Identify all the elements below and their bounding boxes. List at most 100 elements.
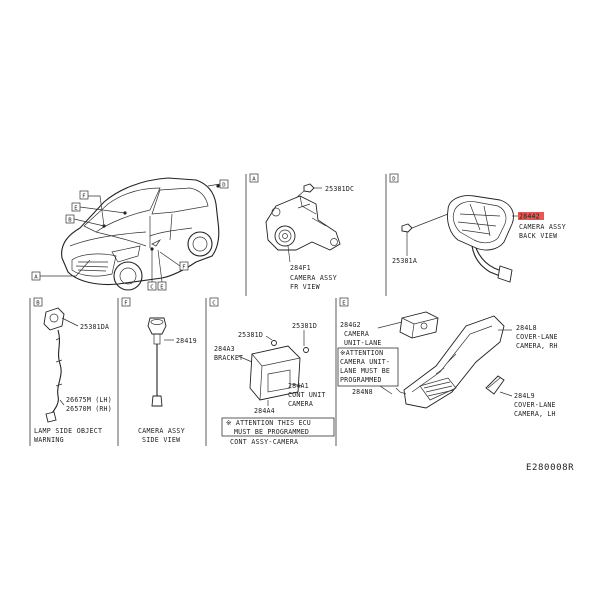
attention-lane-line3: LANE MUST BE bbox=[340, 367, 390, 375]
svg-text:F: F bbox=[82, 193, 86, 199]
cont-unit-label: CONT UNIT bbox=[288, 391, 326, 399]
part-number-25381da: 25381DA bbox=[80, 323, 109, 331]
vehicle-body-outline bbox=[61, 177, 220, 286]
part-highlight bbox=[518, 212, 544, 220]
panel-d-tag[interactable]: D bbox=[389, 173, 399, 182]
panel-a: A 25381DC 284F1 CAMERA ASSY FR VIEW bbox=[245, 173, 354, 296]
panel-d: D 25381A 28442 CAMERA ASSY BACK VIEW bbox=[385, 173, 566, 296]
panel-b: B 25381DA 26675M (LH) 26570M (RH) LAMP S… bbox=[29, 297, 112, 446]
attention-lane-line2: CAMERA UNIT- bbox=[340, 358, 390, 366]
svg-text:F: F bbox=[124, 300, 128, 306]
camera-assy-side-caption: CAMERA ASSY bbox=[138, 427, 185, 435]
part-number-28419: 28419 bbox=[176, 337, 197, 345]
camera-rh-label: CAMERA, RH bbox=[516, 342, 558, 350]
svg-text:B: B bbox=[68, 217, 72, 223]
part-number-284a3: 284A3 bbox=[214, 345, 235, 353]
attention-lane-line1: ※ATTENTION bbox=[340, 349, 383, 357]
attention-box-ecu bbox=[221, 417, 335, 437]
overview-tag-b[interactable]: B bbox=[65, 214, 75, 223]
overview-tag-f-lower[interactable]: F bbox=[179, 261, 189, 270]
overview-tag-e[interactable]: E bbox=[71, 202, 81, 211]
svg-text:E: E bbox=[160, 284, 164, 290]
vehicle-rear-wheel bbox=[187, 231, 213, 257]
part-number-25381a: 25381A bbox=[392, 257, 417, 265]
back-view-caption: BACK VIEW bbox=[519, 232, 557, 240]
warning-caption: WARNING bbox=[34, 436, 64, 444]
fastener-icon bbox=[303, 183, 322, 193]
svg-text:E: E bbox=[342, 300, 346, 306]
unit-lane-label: UNIT-LANE bbox=[344, 339, 382, 347]
vehicle-side-glass bbox=[151, 187, 209, 215]
panel-b-tag[interactable]: B bbox=[33, 297, 43, 306]
overview-tag-e-lower[interactable]: E bbox=[157, 281, 167, 290]
panel-f-tag[interactable]: F bbox=[121, 297, 131, 306]
side-camera-connector bbox=[151, 395, 163, 407]
camera-label-e: CAMERA bbox=[344, 330, 369, 338]
control-unit-camera-icon bbox=[249, 345, 301, 401]
svg-text:D: D bbox=[222, 182, 226, 188]
camera-assy-side-icon bbox=[147, 317, 167, 345]
svg-text:B: B bbox=[36, 300, 40, 306]
panel-f: F 28419 CAMERA ASSY SIDE VIEW bbox=[117, 297, 197, 446]
panel-c: C 25381D 25381D 284A3 BRACKET 284A1 CONT… bbox=[205, 297, 335, 446]
diagram-code: E280008R bbox=[526, 463, 574, 473]
svg-text:C: C bbox=[150, 284, 153, 290]
camera-label: CAMERA bbox=[288, 400, 313, 408]
part-number-284l9: 284L9 bbox=[514, 392, 535, 400]
part-number-26675m: 26675M (LH) bbox=[66, 396, 112, 404]
part-number-284l8: 284L8 bbox=[516, 324, 537, 332]
panel-e-tag[interactable]: E bbox=[339, 297, 349, 306]
camera-assy-front-icon bbox=[265, 195, 341, 251]
side-object-harness bbox=[49, 329, 62, 417]
screw-icon bbox=[271, 340, 309, 353]
lane-cover-lh-icon bbox=[485, 375, 505, 395]
camera-lh-label: CAMERA, LH bbox=[514, 410, 556, 418]
part-number-284a4: 284A4 bbox=[254, 407, 275, 415]
cont-assy-camera-caption: CONT ASSY-CAMERA bbox=[230, 438, 298, 446]
part-number-28442[interactable]: 28442 bbox=[519, 213, 540, 221]
svg-text:D: D bbox=[392, 176, 396, 182]
overview-tag-c[interactable]: C bbox=[147, 281, 157, 290]
overview-tag-f[interactable]: F bbox=[79, 190, 89, 199]
panel-e: E 284G2 CAMERA UNIT-LANE ※ATTENTION CAME… bbox=[335, 297, 558, 446]
harness-connector bbox=[497, 265, 513, 283]
side-view-caption: SIDE VIEW bbox=[142, 436, 180, 444]
screw-icon bbox=[401, 223, 413, 244]
overview-tag-a[interactable]: A bbox=[31, 271, 41, 280]
lane-camera-unit-icon bbox=[399, 311, 439, 339]
svg-text:A: A bbox=[252, 176, 256, 182]
part-number-284f1: 284F1 bbox=[290, 264, 311, 272]
lane-camera-bracket-icon bbox=[403, 315, 505, 409]
camera-harness bbox=[475, 247, 505, 273]
svg-text:E: E bbox=[74, 205, 78, 211]
camera-assy-back-icon bbox=[447, 195, 514, 251]
part-number-25381dc: 25381DC bbox=[325, 185, 354, 193]
camera-assy-caption: CAMERA ASSY bbox=[290, 274, 337, 282]
overview-tag-d[interactable]: D bbox=[219, 179, 229, 188]
panel-a-tag[interactable]: A bbox=[249, 173, 259, 182]
side-object-sensor-icon bbox=[43, 307, 65, 331]
part-number-25381d-right: 25381D bbox=[292, 322, 317, 330]
part-number-284n8: 284N8 bbox=[352, 388, 373, 396]
attention-lane-line4: PROGRAMMED bbox=[340, 376, 382, 384]
vehicle-windshield bbox=[83, 187, 161, 233]
cover-lane-lh-label: COVER-LANE bbox=[514, 401, 556, 409]
svg-text:F: F bbox=[182, 264, 186, 270]
attention-ecu-line2: MUST BE PROGRAMMED bbox=[234, 428, 309, 436]
part-number-25381d-left: 25381D bbox=[238, 331, 263, 339]
svg-text:C: C bbox=[212, 300, 215, 306]
bracket-label: BRACKET bbox=[214, 354, 243, 362]
fr-view-caption: FR VIEW bbox=[290, 283, 320, 291]
part-number-26570m: 26570M (RH) bbox=[66, 405, 112, 413]
attention-box-lane bbox=[337, 347, 399, 387]
part-number-284a1: 284A1 bbox=[288, 382, 309, 390]
svg-text:A: A bbox=[34, 274, 38, 280]
panel-c-tag[interactable]: C bbox=[209, 297, 219, 306]
lamp-side-object-caption: LAMP SIDE OBJECT bbox=[34, 427, 102, 435]
camera-assy-back-caption: CAMERA ASSY bbox=[519, 223, 566, 231]
vehicle-overview: F E B A D C E F bbox=[31, 177, 229, 291]
vehicle-front-wheel bbox=[113, 261, 143, 291]
attention-ecu-line1: ※ ATTENTION THIS ECU bbox=[226, 419, 311, 427]
cover-lane-rh-label: COVER-LANE bbox=[516, 333, 558, 341]
